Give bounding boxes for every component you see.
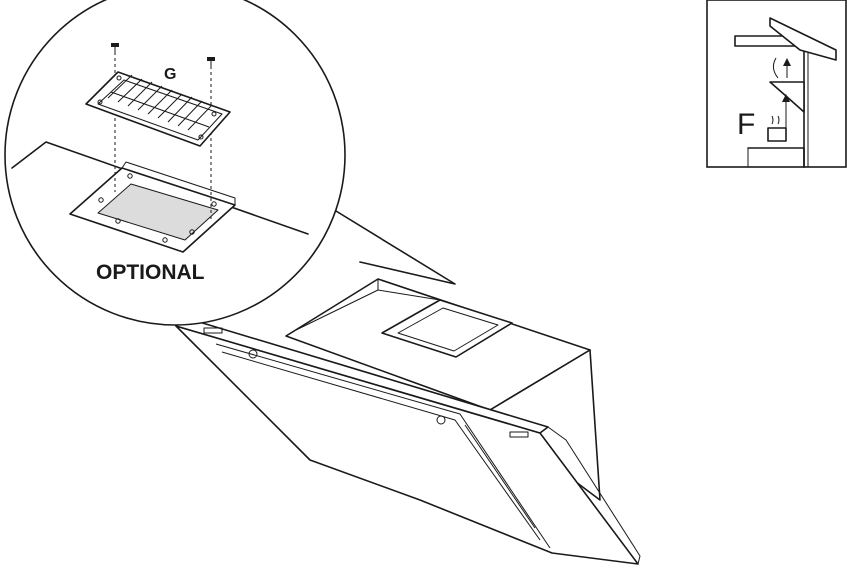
optional-label: OPTIONAL — [96, 261, 205, 284]
frame-hole — [115, 218, 121, 224]
callout-pointer — [317, 199, 456, 285]
grille-label: G — [164, 66, 176, 83]
arrow-head — [783, 58, 791, 66]
hood-top-edge — [295, 289, 379, 331]
grille-hole — [198, 134, 204, 140]
glass-inner-line — [221, 351, 541, 541]
screw-icon — [207, 57, 215, 68]
frame-hole — [211, 201, 217, 207]
glass-edge-line — [464, 424, 536, 529]
bracket-left — [203, 327, 223, 334]
hood-outlet-opening — [397, 307, 499, 352]
hood-outlet-frame — [381, 299, 513, 358]
vent-grille — [85, 71, 231, 147]
hood-top-edge — [377, 289, 441, 301]
frame-hole — [98, 197, 104, 203]
screw-icon — [111, 43, 119, 54]
grille-hole — [211, 111, 217, 117]
hinge-left — [248, 349, 258, 359]
grille-slots — [107, 74, 213, 131]
frame-hole — [162, 237, 168, 243]
arrow-head — [782, 94, 790, 102]
frame-tab — [121, 161, 236, 205]
grille-hole — [116, 75, 122, 81]
bracket-right — [509, 431, 529, 438]
pot-icon — [767, 127, 787, 142]
cooker-hood — [175, 278, 641, 565]
recirculation-inset: F — [706, 0, 847, 168]
grille-hole — [97, 99, 103, 105]
glass-inner-line — [215, 343, 551, 549]
frame-hole — [127, 173, 133, 179]
optional-grille-callout: G OPTIONAL — [4, 0, 456, 326]
cutout-opening — [97, 183, 219, 241]
inset-hood-top — [769, 17, 837, 61]
hinge-right — [436, 415, 446, 425]
steam-icon — [771, 115, 780, 125]
airflow-curve — [772, 57, 779, 79]
frame-hole — [189, 229, 195, 235]
callout-circle — [4, 0, 346, 326]
glass-right-edge — [547, 426, 641, 565]
mode-label: F — [737, 108, 755, 141]
counter — [747, 147, 805, 168]
inset-hood-body — [769, 81, 805, 113]
